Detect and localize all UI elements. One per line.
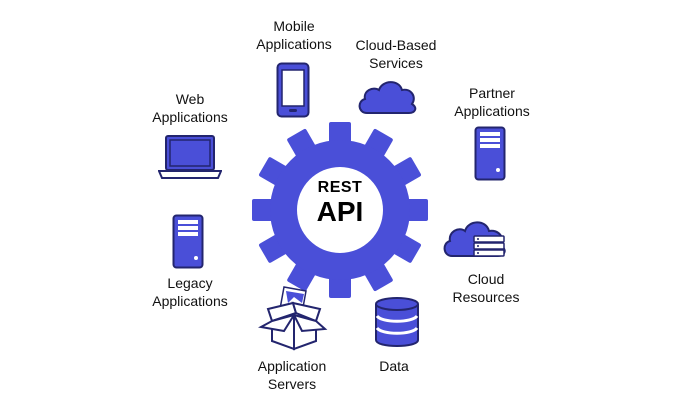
partner-line2: Applications — [454, 103, 530, 119]
mobile-phone-icon — [276, 62, 310, 118]
data-label: Data — [364, 357, 424, 375]
cloudres-line2: Resources — [452, 289, 520, 305]
appsrv-line2: Servers — [267, 376, 317, 392]
web-line1: Web — [175, 91, 205, 107]
cloudsvc-line2: Services — [369, 55, 423, 71]
cloud-icon — [355, 75, 419, 115]
cloud-resources-label: Cloud Resources — [436, 270, 536, 306]
legacy-line2: Applications — [152, 293, 228, 309]
server-tower-icon — [474, 126, 506, 182]
cloud-based-services-label: Cloud-Based Services — [344, 36, 448, 72]
server-tower-icon — [172, 214, 204, 270]
open-box-icon — [258, 283, 328, 353]
application-servers-label: Application Servers — [240, 357, 344, 393]
web-line2: Applications — [152, 109, 228, 125]
appsrv-line1: Application — [257, 358, 327, 374]
database-icon — [372, 296, 422, 348]
mobile-applications-label: Mobile Applications — [244, 17, 344, 53]
center-label-line1: REST — [317, 179, 363, 196]
partner-applications-label: Partner Applications — [444, 84, 540, 120]
cloudres-line1: Cloud — [467, 271, 505, 287]
legacy-applications-label: Legacy Applications — [140, 274, 240, 310]
data-line1: Data — [379, 358, 409, 374]
mobile-line2: Applications — [256, 36, 332, 52]
legacy-line1: Legacy — [167, 275, 213, 291]
laptop-icon — [158, 134, 222, 180]
partner-line1: Partner — [469, 85, 515, 101]
mobile-line1: Mobile — [273, 18, 315, 34]
center-label-line2: API — [316, 196, 364, 227]
cloudsvc-line1: Cloud-Based — [355, 37, 437, 53]
gear-icon — [245, 115, 435, 305]
cloud-server-icon — [440, 216, 516, 262]
web-applications-label: Web Applications — [142, 90, 238, 126]
